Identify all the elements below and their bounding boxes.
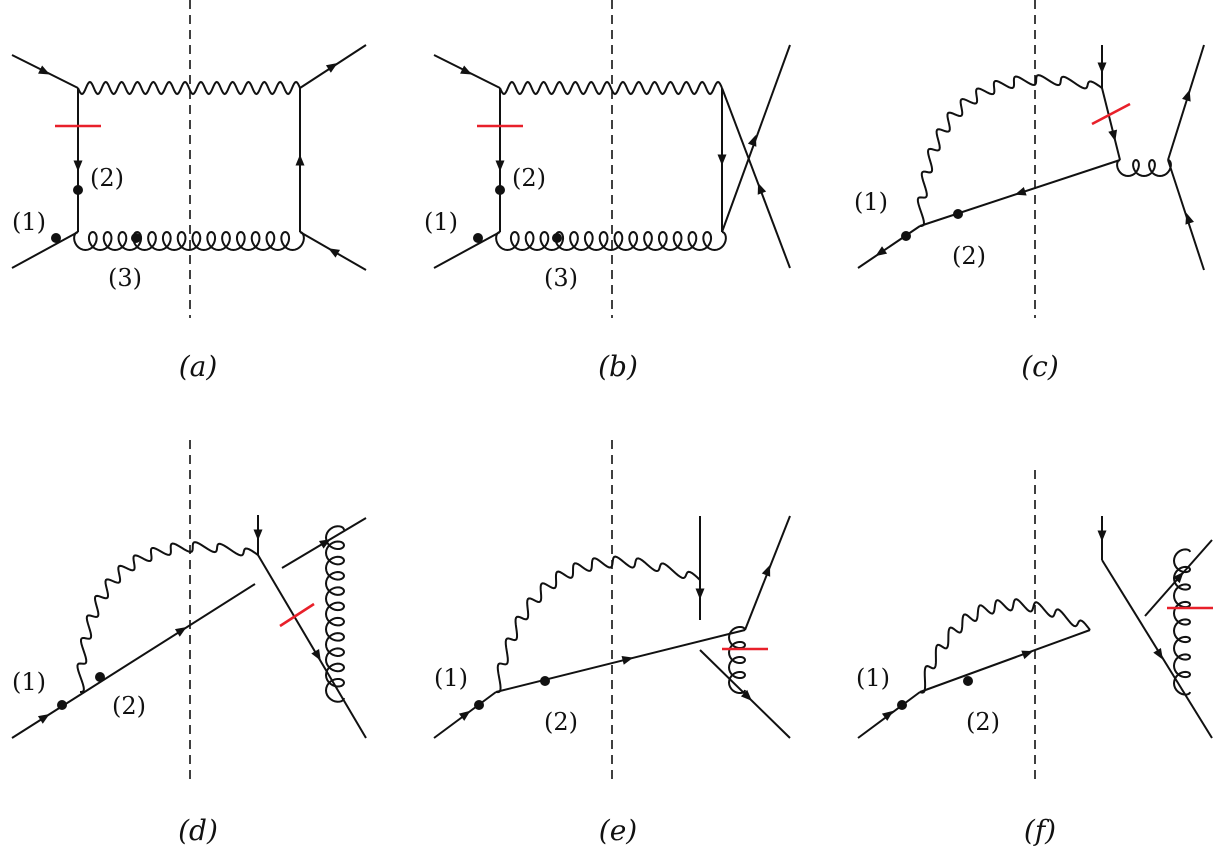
arrow-icon: [717, 154, 727, 166]
vertex-dot: [552, 233, 562, 243]
fermion-line: [1101, 559, 1213, 739]
vertex-label: (2): [512, 164, 546, 192]
photon-line: [499, 80, 723, 96]
panel-caption: (a): [179, 350, 218, 383]
gluon-line: [1116, 158, 1172, 178]
panel-caption: (b): [598, 350, 638, 383]
arrow-icon: [695, 588, 705, 600]
cut-marker: [1091, 102, 1131, 126]
arrow-icon: [1153, 647, 1163, 660]
arrow-icon: [37, 714, 50, 724]
arrow-icon: [621, 655, 634, 665]
vertex-label: (3): [108, 264, 142, 292]
vertex-label: (3): [544, 264, 578, 292]
arrow-icon: [1021, 650, 1034, 660]
photon-line: [916, 74, 1103, 227]
vertex-dot: [897, 700, 907, 710]
panel-b: (1) (2) (3) (b): [424, 0, 791, 383]
fermion-line: [1101, 87, 1121, 161]
vertex-label: (2): [952, 242, 986, 270]
fermion-line: [495, 629, 746, 693]
panel-a: (1) (2) (3) (a): [11, 0, 367, 383]
arrow-icon: [495, 160, 505, 172]
panel-f: (1) (2) (f): [856, 470, 1213, 847]
arrow-icon: [875, 246, 888, 257]
vertex-dot: [963, 676, 973, 686]
arrow-icon: [325, 62, 338, 73]
panel-caption: (e): [599, 814, 637, 847]
arrow-icon: [295, 154, 305, 166]
vertex-label: (1): [424, 208, 458, 236]
arrow-icon: [253, 529, 263, 541]
arrow-icon: [1185, 212, 1194, 225]
arrow-icon: [881, 710, 894, 721]
vertex-dot: [57, 700, 67, 710]
vertex-label: (1): [12, 208, 46, 236]
arrow-icon: [747, 134, 757, 147]
vertex-dot: [131, 233, 141, 243]
vertex-dot: [474, 700, 484, 710]
vertex-dot: [953, 209, 963, 219]
fermion-line: [11, 231, 79, 269]
gluon-line: [73, 230, 305, 252]
fermion-line: [721, 87, 791, 269]
vertex-dot: [901, 231, 911, 241]
vertex-label: (2): [90, 164, 124, 192]
vertex-dot: [473, 233, 483, 243]
photon-line: [76, 541, 259, 693]
vertex-label: (2): [112, 692, 146, 720]
panel-d: (1) (2) (d): [11, 440, 367, 847]
arrow-icon: [174, 627, 187, 637]
photon-line: [919, 598, 1091, 694]
panel-caption: (c): [1021, 350, 1059, 383]
cut-marker: [279, 602, 315, 628]
vertex-label: (1): [856, 664, 890, 692]
gluon-line: [324, 525, 346, 703]
panel-caption: (f): [1024, 814, 1056, 847]
panel-caption: (d): [178, 814, 218, 847]
fermion-line: [919, 629, 1091, 693]
arrow-icon: [73, 160, 83, 172]
vertex-dot: [51, 233, 61, 243]
arrow-icon: [1172, 571, 1184, 584]
arrow-icon: [757, 182, 767, 195]
fermion-line: [1167, 159, 1205, 271]
photon-line: [77, 80, 301, 96]
arrow-icon: [311, 648, 321, 661]
vertex-label: (2): [966, 708, 1000, 736]
gluon-line: [495, 230, 727, 252]
arrow-icon: [1182, 89, 1191, 102]
arrow-icon: [1097, 530, 1107, 542]
arrow-icon: [328, 248, 341, 258]
photon-line: [495, 555, 701, 694]
fermion-line: [257, 554, 367, 739]
arrow-icon: [460, 65, 472, 75]
vertex-dot: [73, 185, 83, 195]
arrow-icon: [458, 710, 471, 721]
fermion-line: [433, 231, 501, 269]
gluon-line: [727, 625, 747, 695]
panel-e: (1) (2) (e): [433, 440, 791, 847]
vertex-dot: [95, 672, 105, 682]
arrow-icon: [1108, 129, 1118, 142]
vertex-dot: [540, 676, 550, 686]
arrow-icon: [1014, 187, 1027, 196]
panel-c: (1) (2) (c): [854, 0, 1205, 383]
fermion-line: [11, 583, 256, 739]
gluon-line: [1172, 548, 1192, 696]
arrow-icon: [740, 689, 752, 701]
vertex-label: (2): [544, 708, 578, 736]
vertex-label: (1): [12, 668, 46, 696]
arrow-icon: [1097, 62, 1107, 74]
vertex-dot: [495, 185, 505, 195]
fermion-line: [1167, 44, 1205, 161]
vertex-label: (1): [434, 664, 468, 692]
arrow-icon: [761, 564, 771, 577]
arrow-icon: [318, 539, 331, 549]
arrow-icon: [38, 65, 50, 75]
fermion-line: [857, 225, 921, 269]
vertex-label: (1): [854, 188, 888, 216]
